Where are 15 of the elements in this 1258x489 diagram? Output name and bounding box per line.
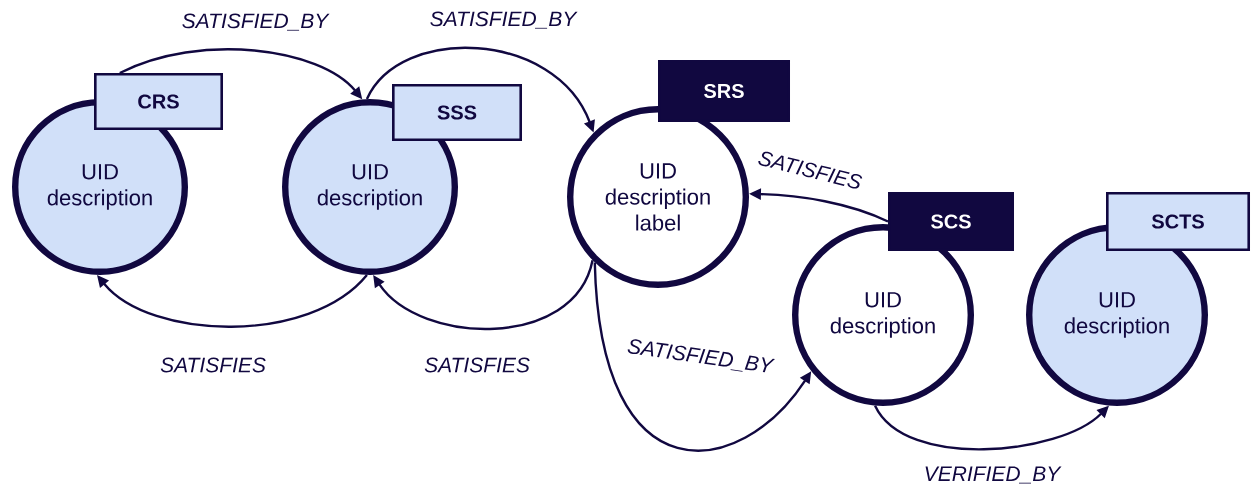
edge-label: SATISFIED_BY — [623, 336, 777, 378]
edge-label: VERIFIED_BY — [921, 464, 1063, 486]
edge-label: SATISFIES — [422, 355, 532, 375]
tag-box: SSS — [392, 84, 522, 141]
tag-box: SRS — [658, 60, 790, 122]
arrow — [97, 274, 368, 328]
edge-label: SATISFIED_BY — [427, 9, 579, 31]
node-label: UID description — [1064, 292, 1169, 338]
arrow — [373, 259, 594, 330]
tag-box: SCS — [888, 192, 1014, 251]
edge-label: SATISFIED_BY — [179, 11, 331, 33]
arrow — [874, 405, 1109, 451]
tag-box: SCTS — [1106, 192, 1250, 251]
edge-label: SATISFIES — [158, 355, 268, 375]
tag-box: CRS — [94, 73, 223, 130]
